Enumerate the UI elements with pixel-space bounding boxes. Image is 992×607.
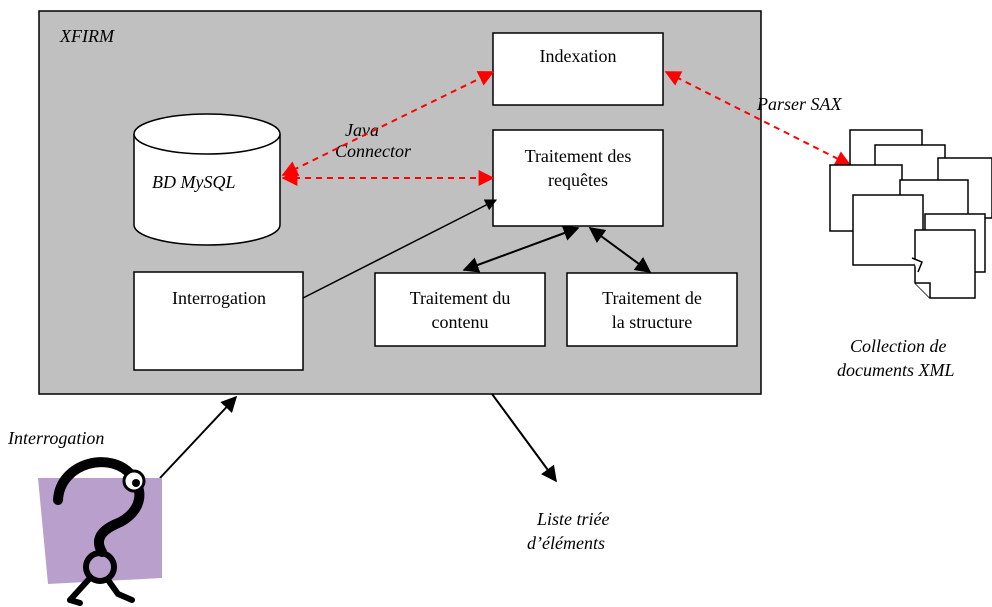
interrogation-box: [133, 271, 304, 371]
query-processing-label-line1: Traitement des: [525, 146, 632, 166]
user-query-label: Interrogation: [7, 428, 104, 448]
db-indexation-link: [281, 71, 495, 176]
collection-label-line1: Collection de: [850, 336, 946, 356]
system-to-result-arrow: [491, 393, 557, 483]
query-processing-box: [492, 129, 664, 227]
interrogation-label: Interrogation: [172, 288, 266, 308]
structure-processing-label-line1: Traitement de: [602, 288, 702, 308]
structure-processing-label-line2: la structure: [612, 312, 692, 332]
question-mark-user-icon: [38, 457, 162, 606]
database-label: BD MySQL: [152, 172, 236, 192]
collection-label-line2: documents XML: [837, 360, 954, 380]
user-to-system-arrow: [159, 395, 238, 479]
content-processing-box: [374, 272, 546, 347]
query-processing-label-line2: requêtes: [548, 170, 608, 190]
indexation-label: Indexation: [540, 46, 617, 66]
content-processing-label-line2: contenu: [432, 312, 489, 332]
parser-label: Parser SAX: [756, 94, 842, 114]
content-processing-label-line1: Traitement du: [410, 288, 511, 308]
result-label-line1: Liste triée: [536, 509, 610, 529]
structure-processing-box: [566, 272, 738, 347]
xfirm-label: XFIRM: [59, 26, 115, 46]
query-content-link: [462, 225, 580, 273]
query-structure-link: [588, 227, 652, 273]
indexation-collection-link: [664, 71, 852, 166]
database-cylinder-icon: [133, 113, 281, 246]
document-stack-icon: [829, 129, 992, 299]
interrogation-query-link: [302, 199, 498, 299]
indexation-box: [492, 32, 664, 106]
result-label-line2: d’éléments: [527, 533, 605, 553]
